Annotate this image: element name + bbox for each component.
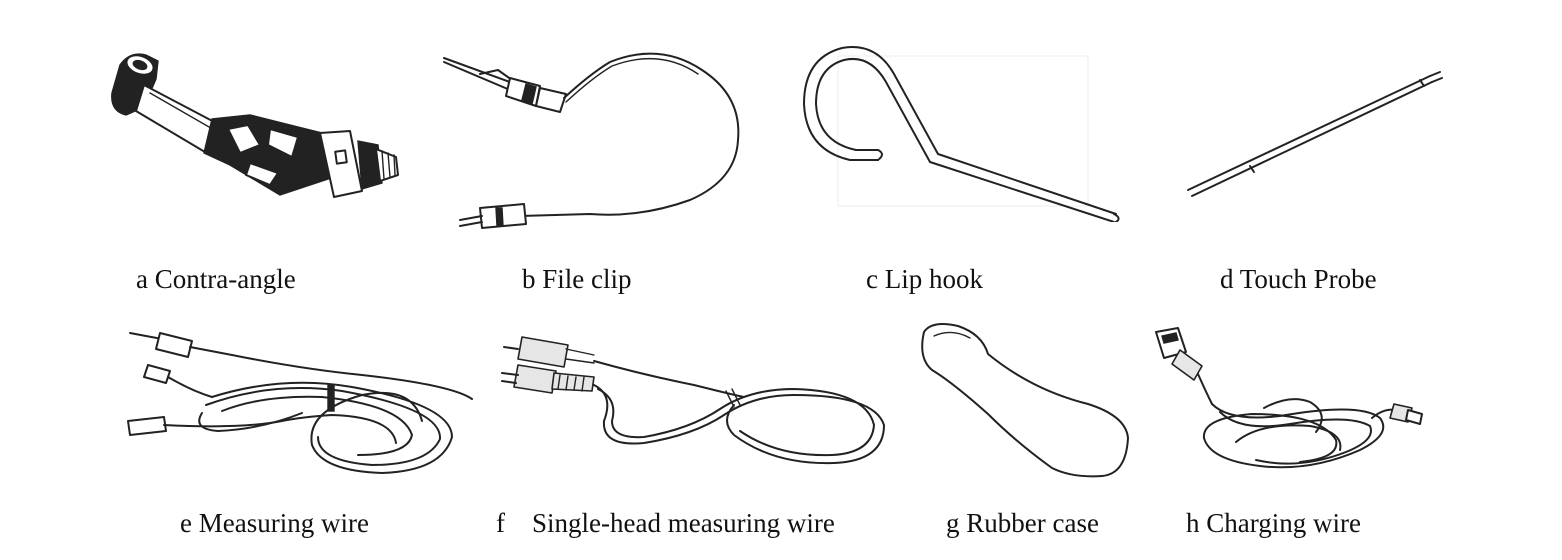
caption-f: f Single-head measuring wire (496, 508, 835, 538)
caption-g: g Rubber case (946, 508, 1099, 538)
file-clip-illustration (440, 50, 750, 235)
caption-b: b File clip (522, 264, 632, 294)
caption-e: e Measuring wire (180, 508, 369, 538)
measuring-wire-illustration (122, 325, 482, 485)
usb-charging-wire-icon (1155, 327, 1423, 469)
caption-a: a Contra-angle (136, 264, 296, 294)
touch-probe-illustration (1180, 70, 1450, 200)
touch-probe-icon (1187, 71, 1443, 197)
rubber-case-illustration (912, 318, 1142, 486)
contra-angle-icon (111, 53, 399, 198)
rubber-case-icon (921, 323, 1129, 478)
lip-hook-icon (803, 46, 1120, 222)
contra-angle-illustration (100, 45, 410, 215)
caption-c: c Lip hook (866, 264, 983, 294)
lip-hook-illustration (798, 42, 1128, 222)
caption-h: h Charging wire (1186, 508, 1361, 538)
single-head-measuring-wire-icon (501, 336, 885, 465)
file-clip-icon (443, 52, 740, 229)
charging-wire-illustration (1140, 322, 1430, 482)
caption-d: d Touch Probe (1220, 264, 1377, 294)
measuring-wire-icon (127, 332, 473, 474)
single-head-measuring-wire-illustration (494, 325, 894, 475)
